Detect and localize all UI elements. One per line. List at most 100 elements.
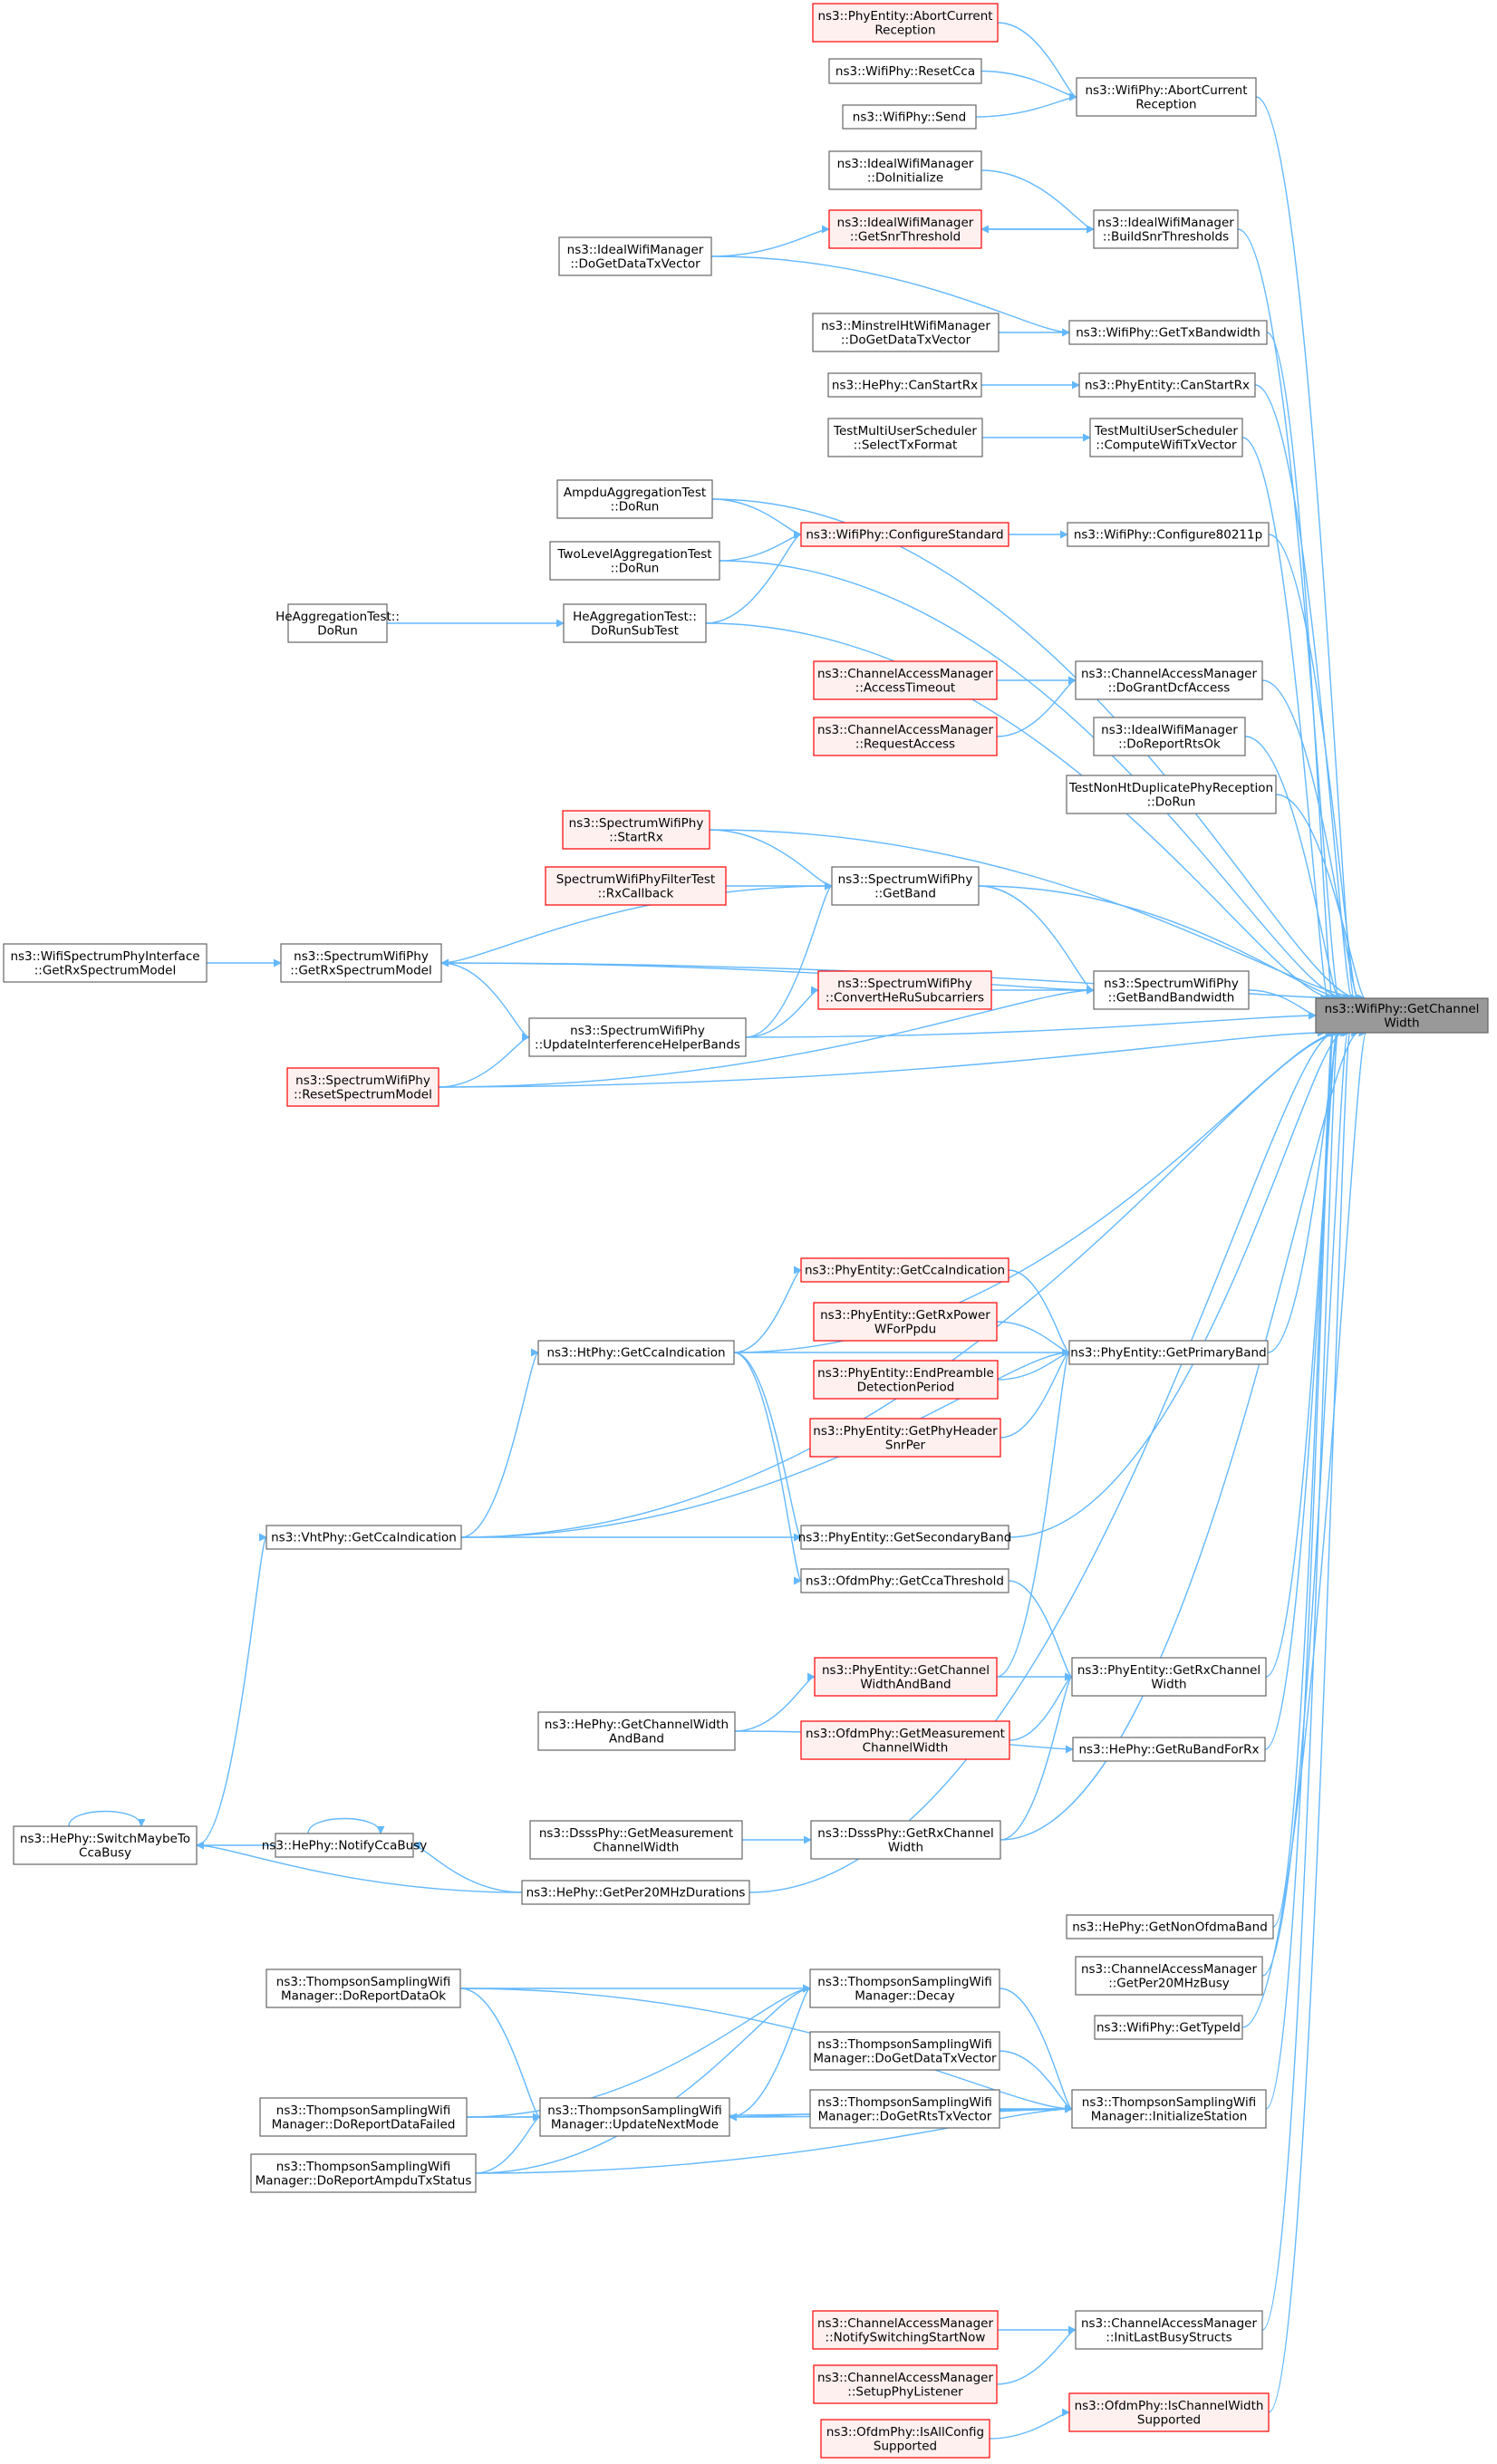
node-box[interactable] xyxy=(827,372,982,398)
node-box[interactable] xyxy=(813,2364,998,2404)
node-he_getnonofdma[interactable]: ns3::HePhy::GetNonOfdmaBand xyxy=(1066,1914,1274,1939)
node-vht_getcca[interactable]: ns3::VhtPhy::GetCcaIndication xyxy=(266,1525,462,1550)
node-cam_access[interactable]: ns3::ChannelAccessManager::AccessTimeout xyxy=(813,660,998,700)
node-swp_getbandbw[interactable]: ns3::SpectrumWifiPhy::GetBandBandwidth xyxy=(1093,970,1250,1010)
node-pe_getsec[interactable]: ns3::PhyEntity::GetSecondaryBand xyxy=(798,1525,1012,1550)
node-box[interactable] xyxy=(563,603,707,643)
node-box[interactable] xyxy=(1075,660,1263,700)
node-cam_notifyswitch[interactable]: ns3::ChannelAccessManager::NotifySwitchi… xyxy=(812,2310,999,2350)
node-swp_updint[interactable]: ns3::SpectrumWifiPhy::UpdateInterference… xyxy=(528,1017,747,1057)
node-iwm_doinit[interactable]: ns3::IdealWifiManager::DoInitialize xyxy=(828,150,982,190)
node-box[interactable] xyxy=(809,1968,1000,2008)
node-box[interactable] xyxy=(813,1360,999,1400)
node-box[interactable] xyxy=(1068,320,1268,345)
node-cam_request[interactable]: ns3::ChannelAccessManager::RequestAccess xyxy=(813,717,998,756)
node-cam_dogrant[interactable]: ns3::ChannelAccessManager::DoGrantDcfAcc… xyxy=(1075,660,1263,700)
node-ampdu_dorun[interactable]: AmpduAggregationTest::DoRun xyxy=(556,479,713,519)
node-mht_dogetdata[interactable]: ns3::MinstrelHtWifiManager::DoGetDataTxV… xyxy=(812,313,1000,352)
node-box[interactable] xyxy=(828,150,982,190)
node-box[interactable] xyxy=(1094,2015,1243,2040)
node-he_canstart[interactable]: ns3::HePhy::CanStartRx xyxy=(827,372,982,398)
node-box[interactable] xyxy=(250,2153,477,2193)
node-box[interactable] xyxy=(1072,1737,1266,1762)
node-he_getru[interactable]: ns3::HePhy::GetRuBandForRx xyxy=(1072,1737,1266,1762)
node-box[interactable] xyxy=(809,1418,1001,1458)
node-box[interactable] xyxy=(562,810,710,850)
node-box[interactable] xyxy=(1071,2089,1267,2129)
node-wp_resetcca[interactable]: ns3::WifiPhy::ResetCca xyxy=(828,58,982,84)
node-iwm_dogetdata[interactable]: ns3::IdealWifiManager::DoGetDataTxVector xyxy=(558,236,712,276)
node-box[interactable] xyxy=(813,660,998,700)
node-box[interactable] xyxy=(1071,1657,1267,1697)
node-target[interactable]: ns3::WifiPhy::GetChannelWidth xyxy=(1315,997,1489,1034)
node-box[interactable] xyxy=(812,3,999,43)
node-wp_send[interactable]: ns3::WifiPhy::Send xyxy=(842,104,977,130)
node-box[interactable] xyxy=(813,717,998,756)
node-swp_getband[interactable]: ns3::SpectrumWifiPhy::GetBand xyxy=(831,866,980,906)
node-box[interactable] xyxy=(529,1820,743,1860)
node-ts_dogetdata[interactable]: ns3::ThompsonSamplingWifiManager::DoGetD… xyxy=(809,2031,1000,2071)
node-ts_doreportok[interactable]: ns3::ThompsonSamplingWifiManager::DoRepo… xyxy=(266,1968,461,2008)
node-tla_dorun[interactable]: TwoLevelAggregationTest::DoRun xyxy=(549,541,720,581)
node-box[interactable] xyxy=(558,236,712,276)
node-box[interactable] xyxy=(820,2419,990,2459)
node-box[interactable] xyxy=(827,418,983,457)
node-box[interactable] xyxy=(800,1525,1009,1550)
node-box[interactable] xyxy=(1093,970,1250,1010)
node-wp_conf80211[interactable]: ns3::WifiPhy::Configure80211p xyxy=(1067,522,1270,547)
node-box[interactable] xyxy=(814,1657,998,1697)
node-wp_gettypeid[interactable]: ns3::WifiPhy::GetTypeId xyxy=(1094,2015,1243,2040)
node-ht_getcca[interactable]: ns3::HtPhy::GetCcaIndication xyxy=(537,1340,735,1365)
node-box[interactable] xyxy=(286,1067,439,1107)
node-box[interactable] xyxy=(800,1568,1009,1593)
node-box[interactable] xyxy=(831,866,980,906)
node-box[interactable] xyxy=(1067,522,1270,547)
node-box[interactable] xyxy=(287,603,388,643)
node-box[interactable] xyxy=(537,1340,735,1365)
node-box[interactable] xyxy=(1093,209,1239,249)
node-box[interactable] xyxy=(1068,1340,1269,1365)
node-box[interactable] xyxy=(800,522,1009,547)
node-box[interactable] xyxy=(280,943,442,983)
node-iwm_doreport[interactable]: ns3::IdealWifiManager::DoReportRtsOk xyxy=(1093,717,1246,756)
node-box[interactable] xyxy=(1068,2392,1270,2432)
node-wp_gettxbw[interactable]: ns3::WifiPhy::GetTxBandwidth xyxy=(1068,320,1268,345)
node-box[interactable] xyxy=(800,1720,1010,1760)
node-box[interactable] xyxy=(842,104,977,130)
node-cam_getper20[interactable]: ns3::ChannelAccessManager::GetPer20MHzBu… xyxy=(1075,1956,1263,1996)
node-iwm_build[interactable]: ns3::IdealWifiManager::BuildSnrThreshold… xyxy=(1093,209,1239,249)
node-ts_dogetrts[interactable]: ns3::ThompsonSamplingWifiManager::DoGetR… xyxy=(809,2089,1000,2129)
node-ofdm_getccath[interactable]: ns3::OfdmPhy::GetCcaThreshold xyxy=(800,1568,1009,1593)
node-box[interactable] xyxy=(556,479,713,519)
node-box[interactable] xyxy=(1075,2310,1263,2350)
node-box[interactable] xyxy=(810,1820,1001,1860)
node-box[interactable] xyxy=(813,1302,998,1342)
node-box[interactable] xyxy=(549,541,720,581)
node-box[interactable] xyxy=(1078,372,1256,398)
node-box[interactable] xyxy=(266,1968,461,2008)
node-swp_convert[interactable]: ns3::SpectrumWifiPhy::ConvertHeRuSubcarr… xyxy=(817,970,992,1010)
node-swp_getrxsm[interactable]: ns3::SpectrumWifiPhy::GetRxSpectrumModel xyxy=(280,943,442,983)
node-hea_dorun[interactable]: HeAggregationTest::DoRun xyxy=(275,603,400,643)
node-wspi_getrx[interactable]: ns3::WifiSpectrumPhyInterface::GetRxSpec… xyxy=(3,943,208,983)
node-box[interactable] xyxy=(1066,775,1277,814)
node-box[interactable] xyxy=(539,2097,730,2137)
node-wp_confstd[interactable]: ns3::WifiPhy::ConfigureStandard xyxy=(800,522,1009,547)
node-pe_getcca[interactable]: ns3::PhyEntity::GetCcaIndication xyxy=(800,1257,1009,1283)
node-cam_setup[interactable]: ns3::ChannelAccessManager::SetupPhyListe… xyxy=(813,2364,998,2404)
node-hea_dorunsub[interactable]: HeAggregationTest::DoRunSubTest xyxy=(563,603,707,643)
node-tmus_compute[interactable]: TestMultiUserScheduler::ComputeWifiTxVec… xyxy=(1089,418,1243,457)
node-box[interactable] xyxy=(266,1525,462,1550)
